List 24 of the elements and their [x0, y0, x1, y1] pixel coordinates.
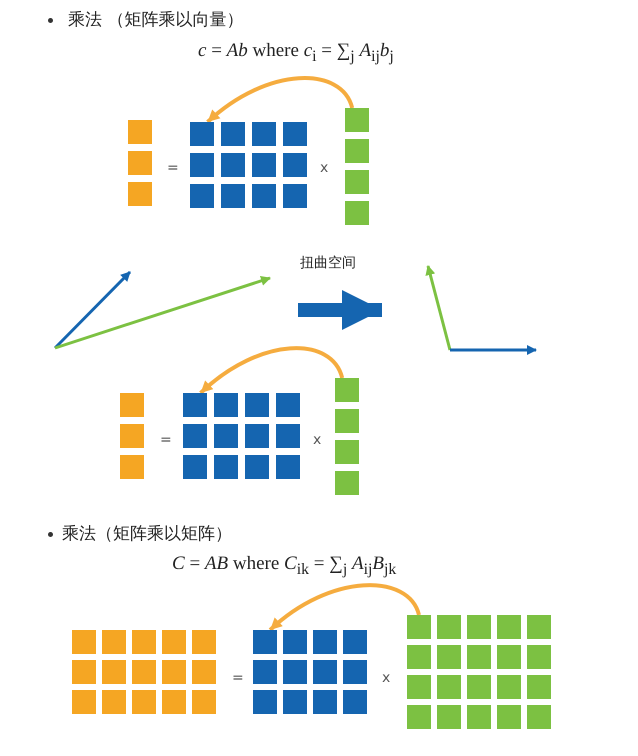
- matrix-grid: [72, 630, 216, 714]
- equals-sign: =: [167, 160, 179, 176]
- section-heading: 乘法（矩阵乘以矩阵）: [62, 523, 232, 545]
- matrix-grid: [345, 108, 369, 225]
- equals-sign: =: [232, 670, 244, 686]
- multiply-sign: x: [313, 432, 322, 448]
- matrix-grid: [120, 393, 144, 479]
- block-arrow: [298, 290, 382, 330]
- matrix-grid: [253, 630, 367, 714]
- matrix-grid: [183, 393, 300, 479]
- curved-arrow: [206, 76, 354, 124]
- edge-label: 扭曲空间: [300, 254, 356, 272]
- multiply-sign: x: [320, 160, 328, 176]
- equals-sign: =: [160, 432, 172, 448]
- matrix-grid: [335, 378, 359, 495]
- matrix-grid: [407, 615, 551, 729]
- curved-arrow: [199, 346, 344, 395]
- curved-arrow: [268, 583, 421, 632]
- matrix-grid: [128, 120, 152, 206]
- formula: C = AB where C$_{ik}$ = ∑$_{j}$ A$_{ij}$B$_{jk}$: [172, 553, 396, 579]
- multiply-sign: x: [382, 670, 390, 686]
- section-heading: 乘法 （矩阵乘以向量）: [68, 9, 244, 31]
- matrix-grid: [190, 122, 307, 208]
- formula: c = Ab where c$_{i}$ = ∑$_{j}$ A$_{ij}$b$_{j}$: [198, 40, 394, 66]
